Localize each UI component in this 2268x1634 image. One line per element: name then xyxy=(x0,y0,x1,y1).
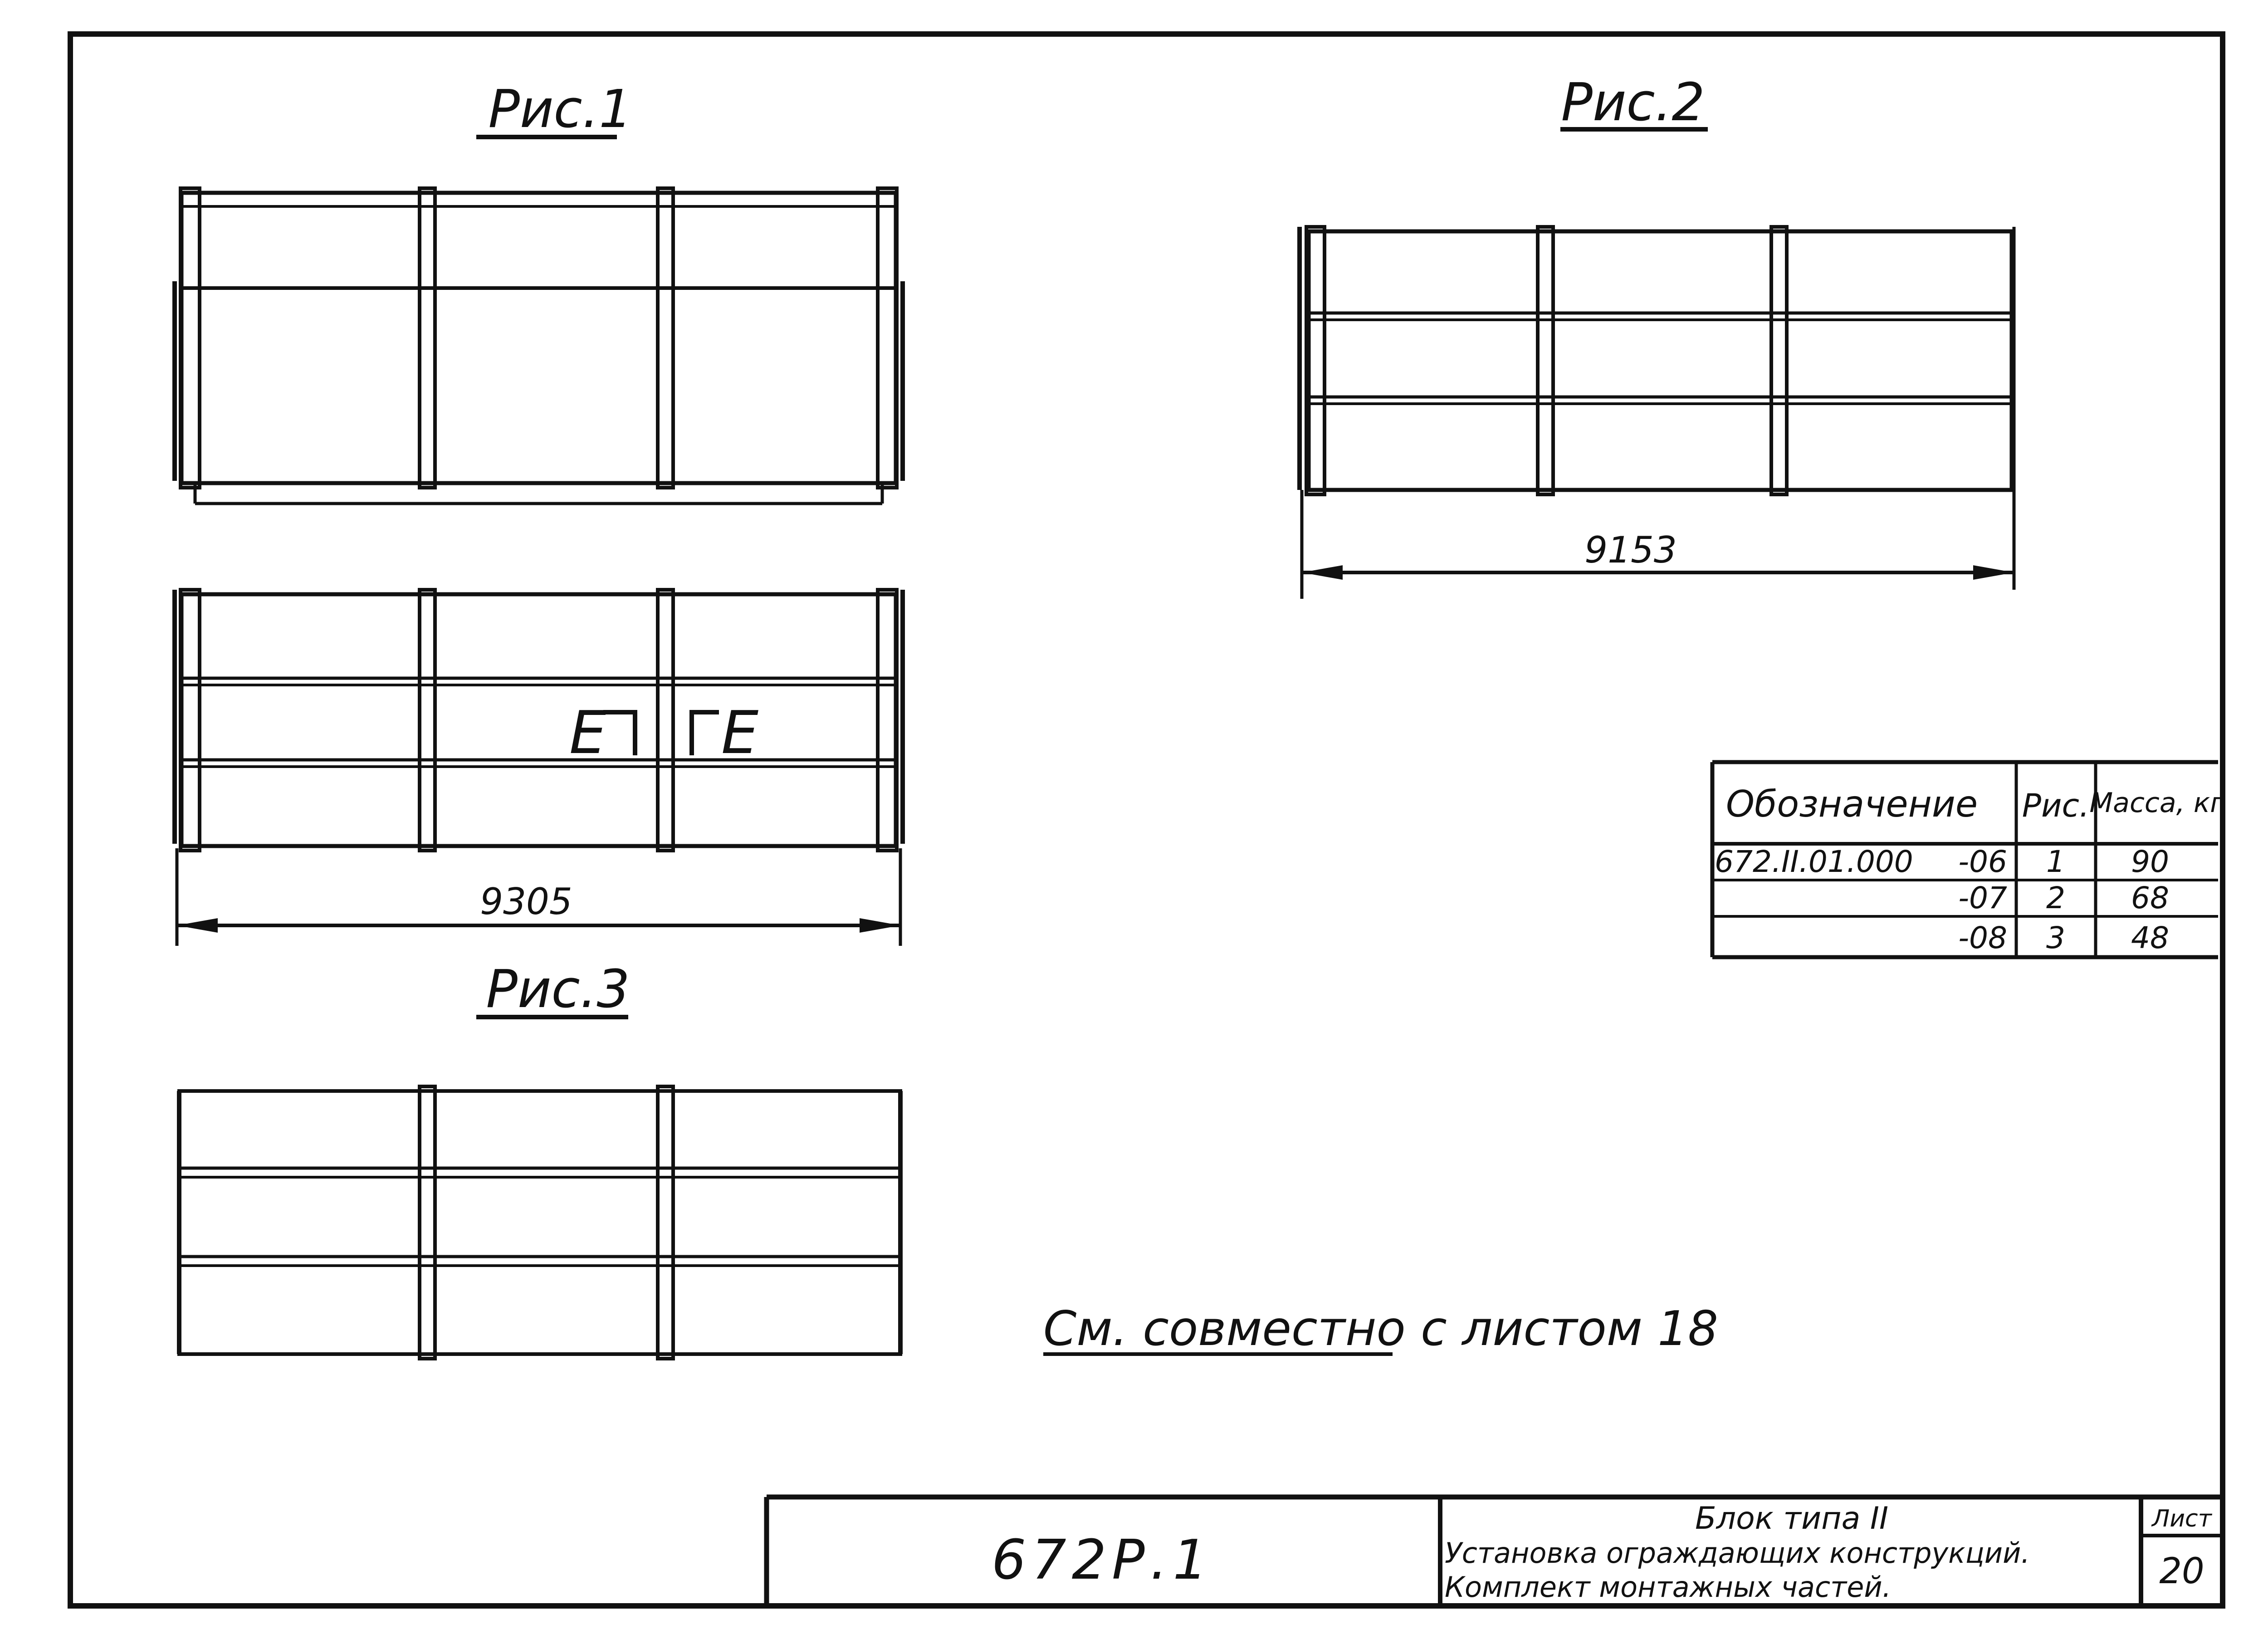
title-block-sheet-number: 20 xyxy=(2159,1551,2204,1592)
fig2-dimension: 9153 xyxy=(1300,490,2016,599)
fig2-dim-arrow-left xyxy=(1302,565,1343,580)
fig2-dimension-value: 9153 xyxy=(1584,529,1677,571)
section-mark: Е Е xyxy=(569,698,758,767)
fig2-post-1 xyxy=(1305,225,1326,496)
fig2-post-2 xyxy=(1536,225,1555,496)
table-row-2-suffix: -07 xyxy=(1958,881,2007,915)
table-row-1-designation: 672.II.01.000 xyxy=(1715,844,1913,879)
fig1-top-post-3 xyxy=(656,186,675,489)
fig1-dimension: 9305 xyxy=(175,848,902,946)
table-header-figure: Рис. xyxy=(2022,787,2089,824)
table-row-2-figure: 2 xyxy=(2046,881,2065,915)
title-block-line-2: Установка ограждающих конструкций. xyxy=(1445,1536,2030,1570)
title-block: 672Р.1 Блок типа II Установка ограждающи… xyxy=(764,1494,2223,1606)
fig1-top-outline xyxy=(179,191,898,485)
fig1-bottom-post-2 xyxy=(418,588,437,852)
table-header-mass: Масса, кг xyxy=(2089,787,2224,819)
section-mark-right: Е xyxy=(721,698,758,767)
table-row-3-suffix: -08 xyxy=(1958,920,2007,955)
fig1-top-post-4 xyxy=(876,186,899,489)
note: См. совместно с листом 18 xyxy=(1043,1301,1718,1356)
table-row-1-suffix: -06 xyxy=(1958,844,2007,879)
figure-1: Рис.1 xyxy=(172,79,905,946)
section-mark-left: Е xyxy=(569,698,606,767)
fig1-dim-arrow-left xyxy=(177,918,218,933)
table-row-3-mass: 48 xyxy=(2131,920,2169,955)
fig2-post-3 xyxy=(1769,225,1789,496)
table-header-designation: Обозначение xyxy=(1726,783,1978,825)
fig1-bottom-post-4 xyxy=(876,588,899,852)
figure-1-caption: Рис.1 xyxy=(488,79,632,140)
fig2-outline xyxy=(1306,229,2014,492)
fig1-bottom-outline xyxy=(179,592,898,848)
figure-1-bottom-view: Е Е 9305 xyxy=(172,588,905,946)
table-row-3-figure: 3 xyxy=(2046,920,2065,955)
fig1-dim-arrow-right xyxy=(860,918,900,933)
table-row-1-figure: 1 xyxy=(2046,844,2065,879)
drawing-frame xyxy=(68,31,2225,1609)
fig1-dimension-value: 9305 xyxy=(480,881,572,923)
fig1-bottom-post-3 xyxy=(656,588,675,852)
section-arrow-right xyxy=(689,710,719,755)
figure-2-caption: Рис.2 xyxy=(1561,72,1705,133)
fig1-top-post-1 xyxy=(179,186,201,489)
fig1-bottom-post-1 xyxy=(179,588,201,852)
figure-2: Рис.2 9153 xyxy=(1297,72,2016,599)
figure-3: Рис.3 xyxy=(177,959,903,1360)
specification-table: Обозначение Рис. Масса, кг 672.II.01.000… xyxy=(1710,760,2224,959)
fig3-post-1 xyxy=(418,1085,437,1360)
fig3-post-2 xyxy=(656,1085,675,1360)
fig2-dim-arrow-right xyxy=(1973,565,2014,580)
figure-3-caption: Рис.3 xyxy=(486,959,630,1020)
title-block-line-3: Комплект монтажных частей. xyxy=(1445,1570,1891,1604)
fig1-top-post-2 xyxy=(418,186,437,489)
table-row-2-mass: 68 xyxy=(2131,881,2169,915)
title-block-sheet-label: Лист xyxy=(2151,1505,2212,1532)
title-block-line-1: Блок типа II xyxy=(1695,1501,1888,1536)
title-block-code: 672Р.1 xyxy=(992,1529,1213,1592)
section-arrow-left xyxy=(603,710,637,755)
figure-1-top-view xyxy=(172,186,905,505)
table-row-1-mass: 90 xyxy=(2131,844,2169,879)
fig3-outline xyxy=(177,1089,902,1356)
note-text: См. совместно с листом 18 xyxy=(1043,1301,1718,1356)
